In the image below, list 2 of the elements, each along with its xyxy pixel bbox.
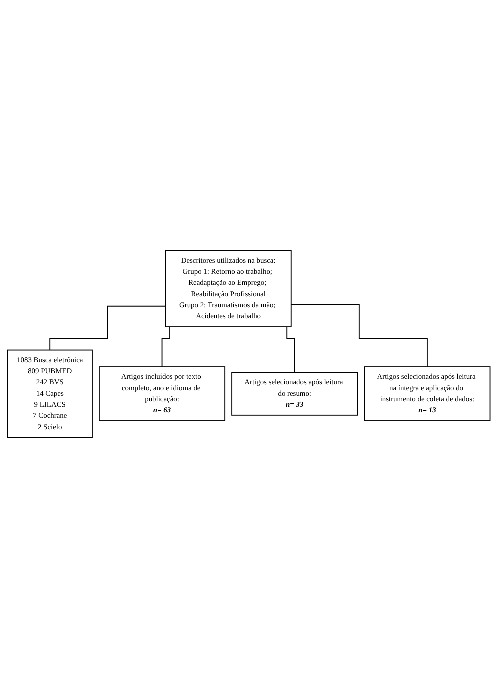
connector bbox=[290, 304, 428, 368]
connector bbox=[50, 306, 166, 352]
